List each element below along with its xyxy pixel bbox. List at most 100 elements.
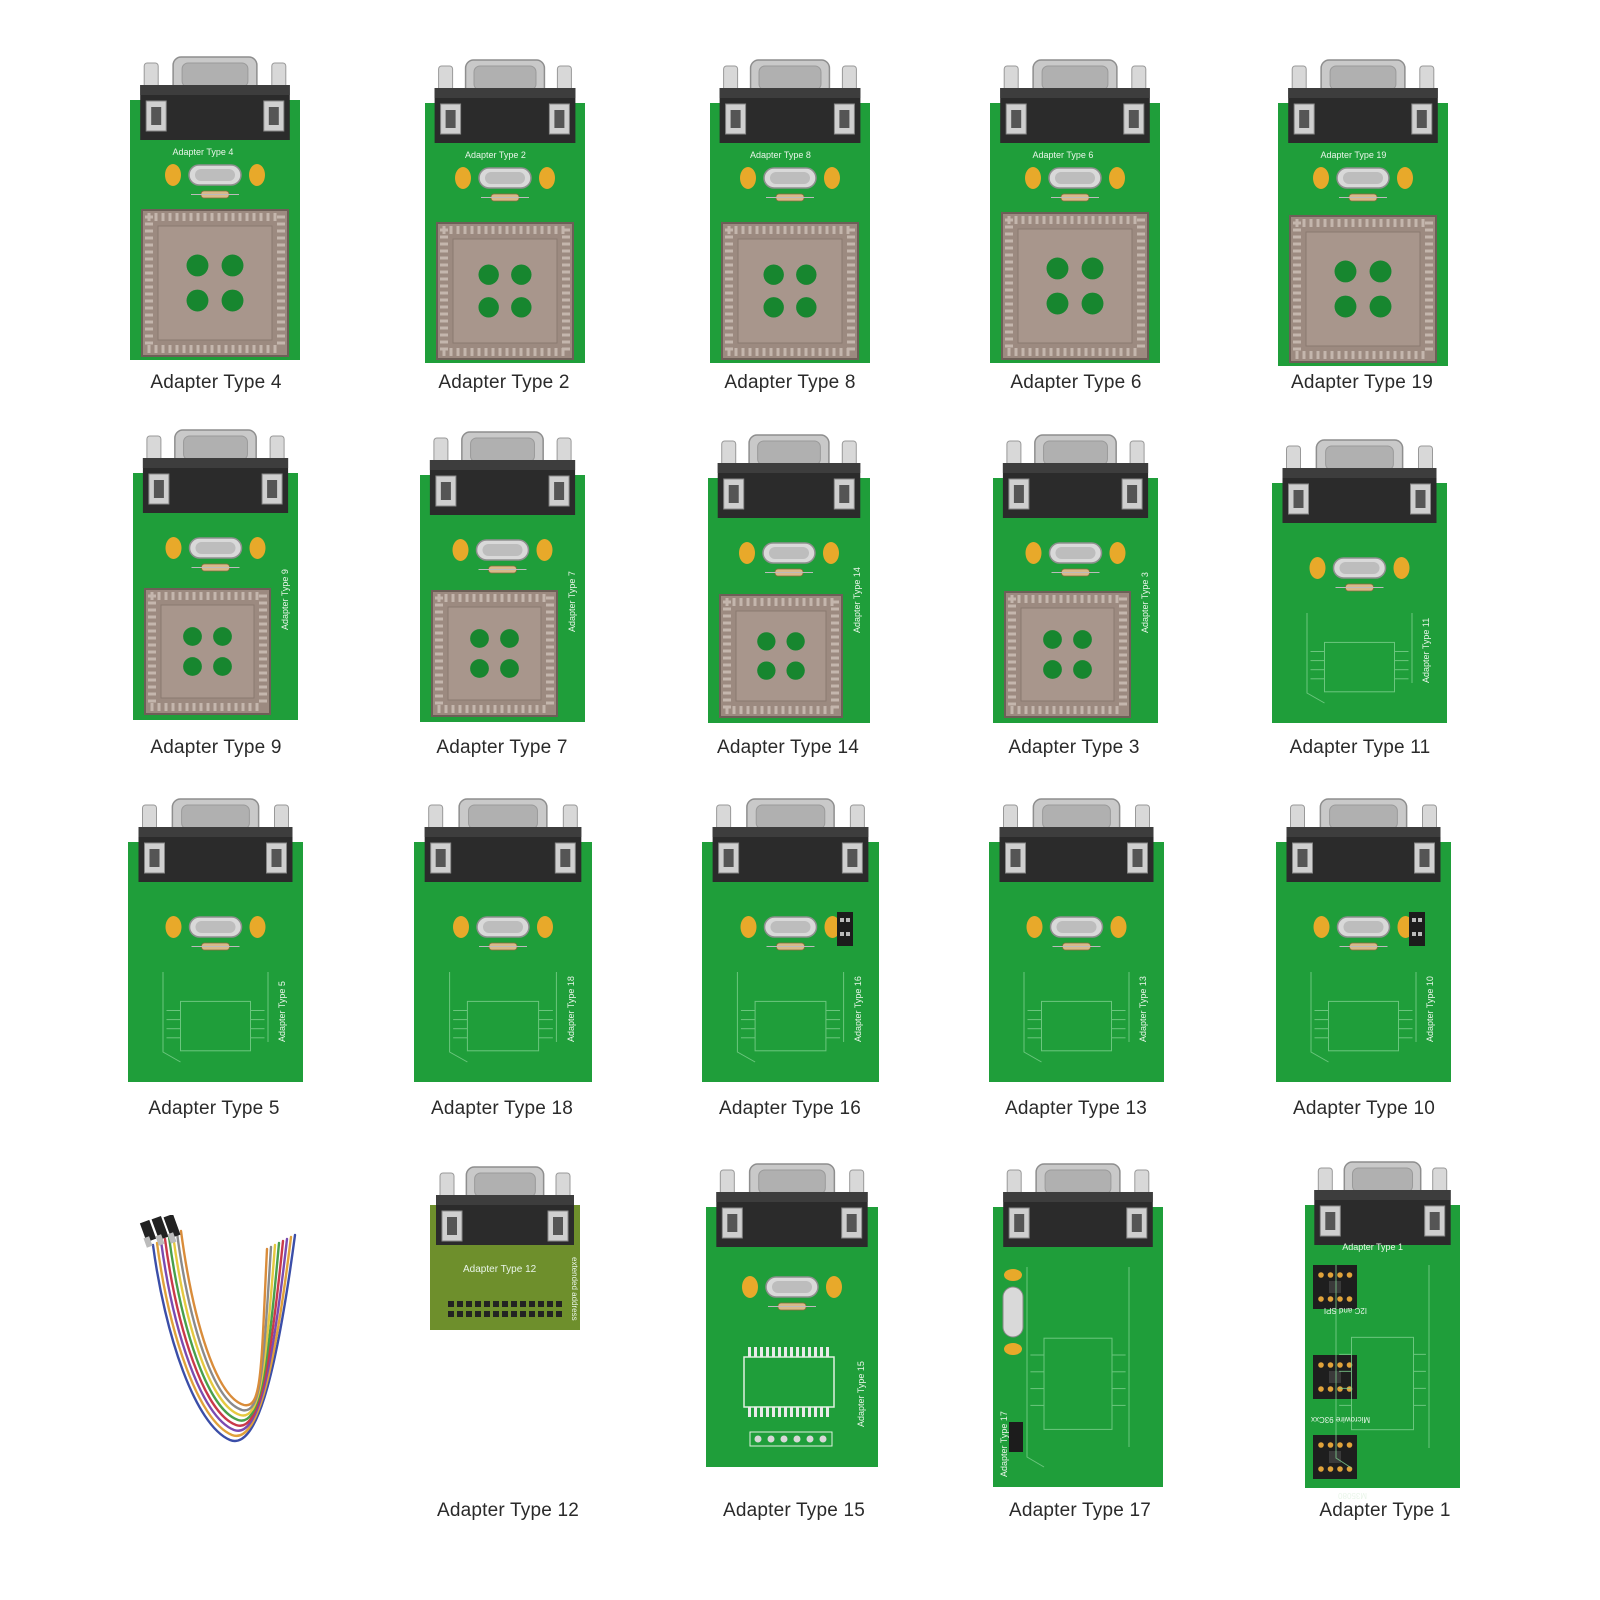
silkscreen-label: Adapter Type 7 xyxy=(567,571,577,632)
board-graphic: Adapter Type 11 xyxy=(1272,439,1447,723)
crystal-oscillator xyxy=(739,542,839,577)
silkscreen-label: Adapter Type 1 xyxy=(1342,1242,1403,1252)
crystal-oscillator xyxy=(165,916,266,951)
crystal-oscillator xyxy=(740,167,840,202)
board-graphic: Adapter Type 17 xyxy=(993,1163,1163,1487)
silkscreen-label: Adapter Type 19 xyxy=(1321,150,1387,160)
silkscreen-label: Adapter Type 14 xyxy=(852,567,862,633)
db9-connector xyxy=(1288,59,1438,143)
silkscreen-label: Adapter Type 12 xyxy=(463,1264,537,1275)
crystal-oscillator xyxy=(1026,916,1127,951)
silkscreen-label: Adapter Type 15 xyxy=(856,1361,866,1427)
db9-connector xyxy=(1314,1161,1451,1245)
board-graphic: Adapter Type 7 xyxy=(420,431,585,722)
pcb xyxy=(706,1207,878,1467)
db9-connector xyxy=(1003,1163,1153,1247)
crystal-oscillator xyxy=(452,539,553,574)
caption-adapter-type-7: Adapter Type 7 xyxy=(436,737,568,758)
caption-adapter-type-1: Adapter Type 1 xyxy=(1319,1500,1451,1521)
db9-connector xyxy=(716,1163,868,1247)
adapter-board-type-18: Adapter Type 18 xyxy=(414,797,592,1082)
db9-connector xyxy=(1286,798,1441,882)
dip8-sockets xyxy=(1313,1265,1357,1479)
adapter-board-type-6: Adapter Type 6 xyxy=(990,58,1160,363)
silkscreen-label: Adapter Type 6 xyxy=(1033,150,1094,160)
board-graphic: Adapter Type 13 xyxy=(989,798,1164,1082)
plcc-socket xyxy=(1289,215,1437,363)
crystal-oscillator xyxy=(453,916,553,951)
adapter-board-type-9: Adapter Type 9 xyxy=(133,428,298,720)
board-graphic: Adapter Type 5 xyxy=(128,798,303,1082)
adapter-board-type-14: Adapter Type 14 xyxy=(708,433,870,723)
db9-connector xyxy=(424,798,582,882)
silkscreen-i2c-label: I2C and SPI xyxy=(1324,1306,1367,1315)
board-graphic: Adapter Type 4 xyxy=(130,56,300,360)
caption-adapter-type-6: Adapter Type 6 xyxy=(1010,372,1142,393)
caption-adapter-type-14: Adapter Type 14 xyxy=(716,737,860,758)
caption-adapter-type-11: Adapter Type 11 xyxy=(1289,737,1431,758)
adapter-board-type-10: Adapter Type 10 xyxy=(1276,797,1451,1082)
board-graphic: Adapter Type 8 xyxy=(710,59,870,363)
board-graphic: Adapter Type 16 xyxy=(702,798,879,1082)
adapter-board-type-4: Adapter Type 4 xyxy=(130,55,300,360)
db9-connector xyxy=(717,434,861,518)
adapter-board-type-13: Adapter Type 13 xyxy=(989,797,1164,1082)
pin-header xyxy=(448,1301,562,1317)
board-graphic: Adapter Type 14 xyxy=(708,434,870,723)
jumper-header xyxy=(1409,912,1425,946)
pcb-traces xyxy=(1026,1267,1130,1468)
crystal-oscillator xyxy=(165,537,266,572)
caption-adapter-type-5: Adapter Type 5 xyxy=(148,1098,280,1119)
crystal-oscillator xyxy=(740,916,841,951)
caption-adapter-type-16: Adapter Type 16 xyxy=(718,1098,862,1119)
db9-connector xyxy=(1282,439,1437,523)
adapter-board-type-5: Adapter Type 5 xyxy=(128,797,303,1082)
db9-connector xyxy=(434,59,576,143)
silkscreen-m35080-label: M35080 xyxy=(1338,1491,1367,1500)
plcc-socket xyxy=(721,222,859,360)
board-graphic: Adapter Type 2 xyxy=(425,59,585,363)
db9-connector xyxy=(1002,434,1149,518)
db9-connector xyxy=(142,429,289,513)
db9-connector xyxy=(712,798,869,882)
caption-adapter-type-17: Adapter Type 17 xyxy=(1008,1500,1152,1521)
adapter-board-type-7: Adapter Type 7 xyxy=(420,430,585,722)
crystal-oscillator xyxy=(1309,557,1410,592)
silkscreen-label: Adapter Type 5 xyxy=(277,981,287,1042)
pcb-traces xyxy=(162,972,269,1063)
adapter-board-type-12: Adapter Type 12 extended address xyxy=(430,1165,580,1330)
pcb-traces xyxy=(1023,972,1130,1063)
caption-adapter-type-4: Adapter Type 4 xyxy=(150,372,282,393)
silkscreen-label: Adapter Type 11 xyxy=(1421,618,1431,683)
db9-connector xyxy=(999,798,1154,882)
crystal-oscillator xyxy=(1025,542,1126,577)
silkscreen-label: Adapter Type 10 xyxy=(1425,976,1435,1042)
silkscreen-label: Adapter Type 13 xyxy=(1138,976,1148,1042)
plcc-socket xyxy=(1004,591,1131,718)
caption-adapter-type-15: Adapter Type 15 xyxy=(722,1500,866,1521)
silkscreen-label: Adapter Type 9 xyxy=(280,569,290,630)
adapter-board-type-8: Adapter Type 8 xyxy=(710,58,870,363)
silkscreen-side-label: extended address xyxy=(570,1257,579,1321)
crystal-oscillator xyxy=(455,167,555,202)
db9-connector xyxy=(140,56,290,140)
plcc-socket xyxy=(436,222,574,360)
silkscreen-label: Adapter Type 8 xyxy=(750,150,811,160)
adapter-board-type-2: Adapter Type 2 xyxy=(425,58,585,363)
silkscreen-label: Adapter Type 16 xyxy=(853,976,863,1042)
board-graphic: Adapter Type 3 xyxy=(993,434,1158,723)
board-graphic: Adapter Type 6 xyxy=(990,59,1160,363)
caption-adapter-type-18: Adapter Type 18 xyxy=(430,1098,574,1119)
adapter-board-type-11: Adapter Type 11 xyxy=(1272,438,1447,723)
silkscreen-label: Adapter Type 3 xyxy=(1140,572,1150,633)
jumper-header xyxy=(837,912,853,946)
caption-adapter-type-9: Adapter Type 9 xyxy=(150,737,282,758)
db9-connector xyxy=(436,1166,574,1245)
caption-adapter-type-12: Adapter Type 12 xyxy=(436,1500,580,1521)
board-graphic: Adapter Type 9 xyxy=(133,429,298,720)
db9-connector xyxy=(429,431,576,515)
silkscreen-label: Adapter Type 2 xyxy=(465,150,526,160)
pcb-traces xyxy=(1335,1265,1430,1469)
